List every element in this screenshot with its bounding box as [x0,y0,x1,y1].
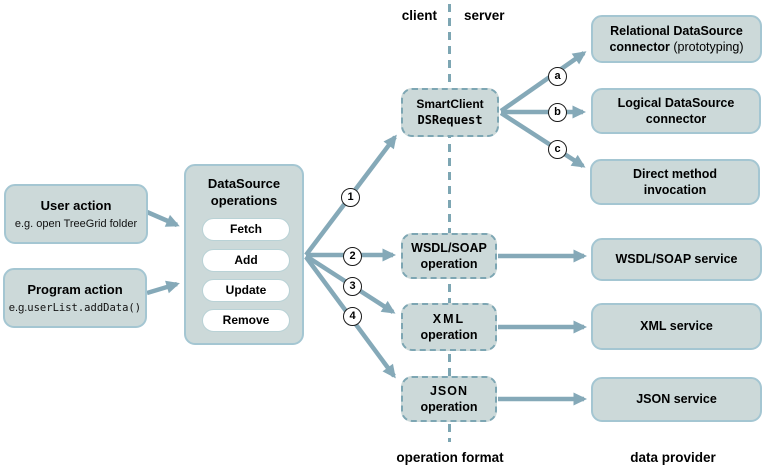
datasource-operations-title-line2: operations [210,193,278,208]
operation-button-remove: Remove [202,309,290,332]
dsrequest-label: DSRequest [417,113,483,127]
json-service-label: JSON service [636,392,717,407]
arrow-a-relational-connector [499,51,587,113]
data-provider-label: data provider [630,450,716,465]
xml-operation-line1: XML [432,311,466,326]
relational-connector-line2: connector (prototyping) [609,39,743,56]
arrow-badge-b: b [548,103,567,122]
program-action-example-prefix: e.g. [8,302,28,314]
operation-format-label: operation format [396,450,504,465]
json-operation-box: JSON operation [401,376,497,422]
program-action-example-code: userList.addData() [27,302,142,314]
xml-service-box: XML service [591,303,762,350]
user-action-box: User action e.g. open TreeGrid folder [4,184,148,244]
program-action-box: Program action e.g.userList.addData() [3,268,147,328]
program-action-title: Program action [27,282,123,297]
logical-connector-line2: connector [646,111,706,128]
direct-invocation-line2-bold: invocation [643,183,707,197]
arrow-program-action [146,280,180,296]
smartclient-label: SmartClient [416,97,484,111]
server-zone-label: server [464,8,505,23]
direct-invocation-line2: invocation [644,182,707,199]
direct-invocation-box: Direct method invocation [590,159,760,205]
xml-operation-box: XML operation [401,303,497,351]
json-operation-line1: JSON [429,383,469,398]
wsdl-soap-operation-line1: WSDL/SOAP [411,240,487,255]
program-action-example: e.g.userList.addData() [9,301,141,315]
direct-invocation-line1: Direct method [632,166,718,181]
wsdl-soap-operation-line2: operation [420,257,478,271]
operation-button-fetch: Fetch [202,218,290,241]
user-action-title: User action [40,198,112,213]
relational-connector-box: Relational DataSource connector (prototy… [591,15,762,63]
arrow-c-direct-invocation [499,111,586,168]
wsdl-soap-service-label: WSDL/SOAP service [615,252,738,267]
xml-operation-line2: operation [420,328,478,342]
arrow-badge-a: a [548,67,567,86]
wsdl-soap-operation-box: WSDL/SOAP operation [401,233,497,279]
relational-connector-line2-bold: connector [609,40,670,54]
logical-connector-line2-bold: connector [645,112,707,126]
arrow-badge-3: 3 [343,277,362,296]
user-action-example: e.g. open TreeGrid folder [14,218,138,230]
xml-service-label: XML service [640,319,713,334]
logical-connector-line1: Logical DataSource [617,95,735,110]
datasource-operations-title-line1: DataSource [207,176,281,191]
json-service-box: JSON service [591,377,762,422]
json-operation-line2: operation [420,400,478,414]
arrow-user-action [146,209,180,228]
relational-connector-line1: Relational DataSource [610,23,743,38]
arrow-badge-2: 2 [343,247,362,266]
client-zone-label: client [401,8,437,23]
datasource-operations-box: DataSource operations Fetch Add Update R… [184,164,304,345]
wsdl-soap-service-box: WSDL/SOAP service [591,238,762,281]
logical-connector-box: Logical DataSource connector [591,88,761,134]
smartclient-dsrequest-box: SmartClient DSRequest [401,88,499,137]
arrow-badge-1: 1 [341,188,360,207]
operation-button-update: Update [202,279,290,302]
relational-connector-line2-suffix: (prototyping) [669,40,744,54]
operation-button-add: Add [202,249,290,272]
arrow-badge-c: c [548,140,567,159]
arrow-badge-4: 4 [343,307,362,326]
